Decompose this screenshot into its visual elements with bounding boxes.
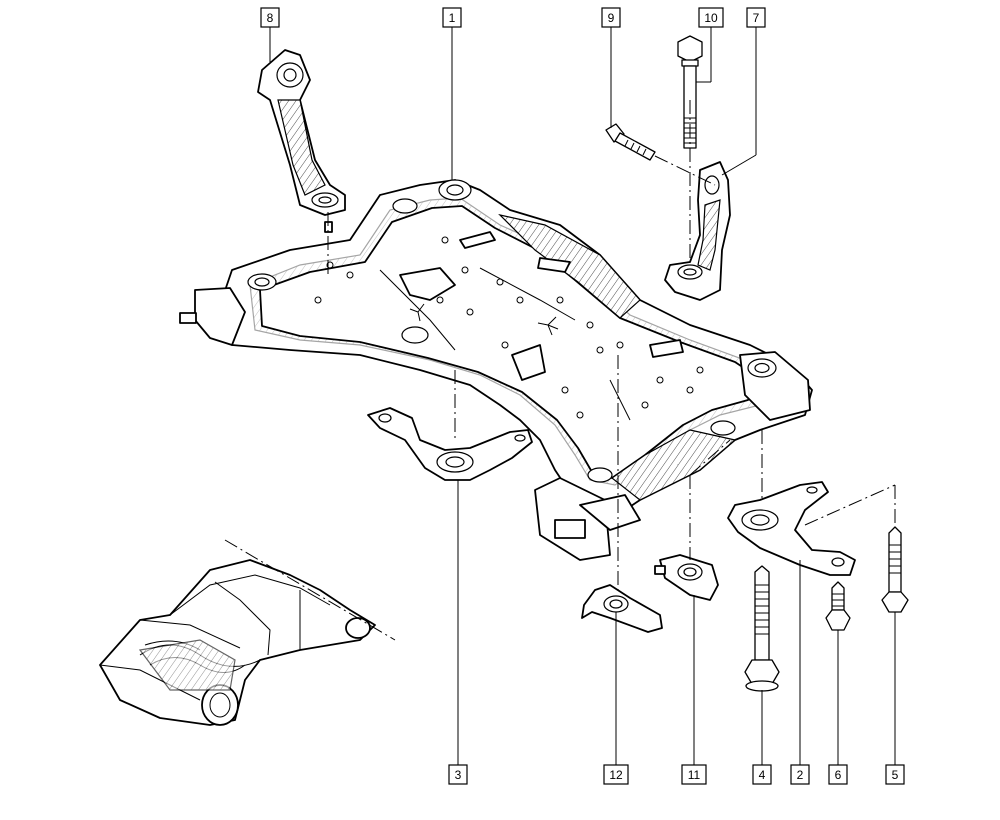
bolt-9 xyxy=(605,123,656,161)
callout-12: 12 xyxy=(603,764,629,785)
link-arm-8 xyxy=(257,49,346,233)
callout-label: 10 xyxy=(704,11,718,25)
callout-1: 1 xyxy=(442,7,462,28)
callout-label: 9 xyxy=(608,11,615,25)
lower-arm-bracket-2 xyxy=(727,481,856,576)
callout-label: 8 xyxy=(267,11,274,25)
lower-arm-bracket-3 xyxy=(367,407,533,481)
callout-10: 10 xyxy=(698,7,724,28)
callout-9: 9 xyxy=(601,7,621,28)
bolt-6 xyxy=(825,581,851,631)
callout-5: 5 xyxy=(885,764,905,785)
subframe-cradle xyxy=(179,179,813,561)
callout-label: 7 xyxy=(753,11,760,25)
centerlines xyxy=(327,100,896,590)
callout-label: 6 xyxy=(835,768,842,782)
bolt-4 xyxy=(744,565,780,692)
bracket-11 xyxy=(654,554,719,601)
callout-3: 3 xyxy=(448,764,468,785)
callout-2: 2 xyxy=(790,764,810,785)
callout-label: 11 xyxy=(688,768,701,782)
callout-8: 8 xyxy=(260,7,280,28)
callout-label: 3 xyxy=(455,768,462,782)
callout-label: 12 xyxy=(609,768,623,782)
callout-label: 2 xyxy=(797,768,804,782)
bracket-12 xyxy=(581,584,663,633)
callout-label: 5 xyxy=(892,768,899,782)
leader-lines xyxy=(269,27,896,765)
callout-7: 7 xyxy=(746,7,766,28)
vehicle-locator-illustration xyxy=(99,539,396,726)
callout-label: 1 xyxy=(449,11,456,25)
bolt-5 xyxy=(881,526,909,613)
callout-11: 11 xyxy=(681,764,707,785)
callout-6: 6 xyxy=(828,764,848,785)
link-arm-7 xyxy=(664,161,731,301)
callout-4: 4 xyxy=(752,764,772,785)
callout-label: 4 xyxy=(759,768,766,782)
